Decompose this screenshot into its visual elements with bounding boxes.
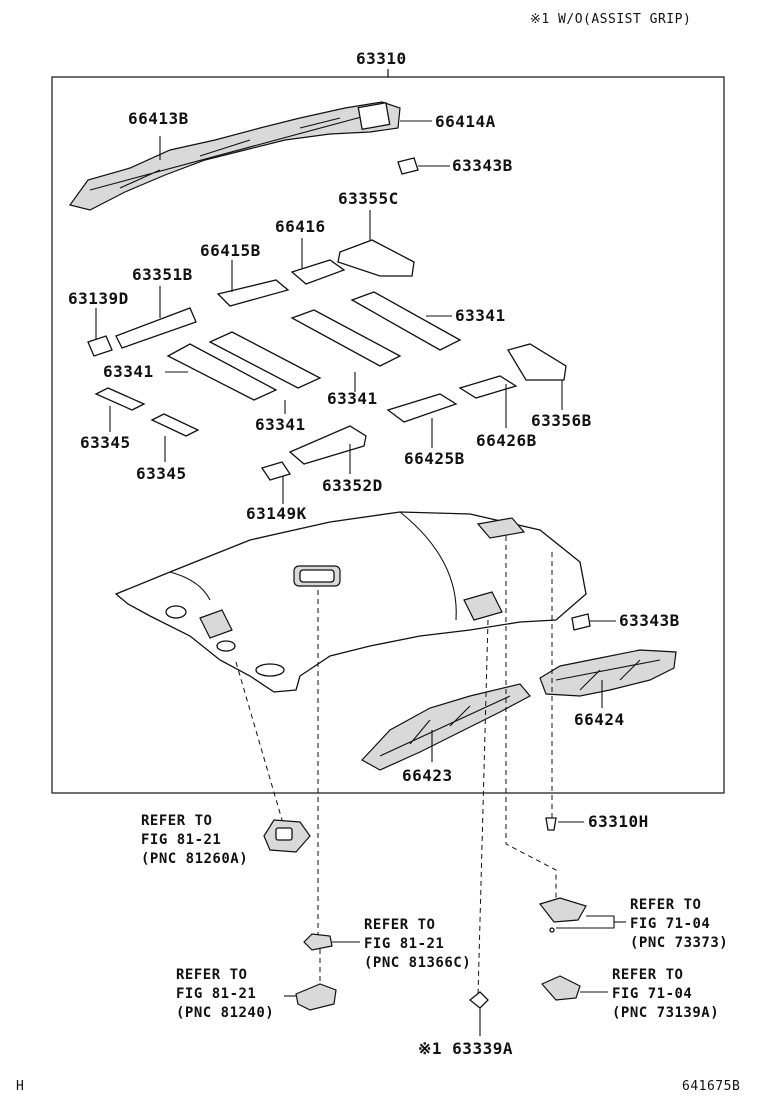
label-66424: 66424: [574, 710, 625, 729]
pad-63355C: [337, 210, 415, 277]
refer-81366C-line2: FIG 81-21: [364, 936, 445, 952]
clip-81366C: [303, 933, 360, 951]
label-66423: 66423: [402, 766, 453, 785]
refer-73373-line1: REFER TO: [630, 897, 702, 913]
label-63341-d: 63341: [255, 415, 306, 434]
bracket-66424: [539, 649, 677, 708]
label-63356B: 63356B: [531, 411, 592, 430]
refer-81366C-line3: (PNC 81366C): [364, 955, 472, 971]
lamp-81240: [284, 983, 337, 1011]
label-63341-b: 63341: [103, 362, 154, 381]
dash-63339A: [477, 619, 489, 997]
label-66425B: 66425B: [404, 449, 465, 468]
label-66413B: 66413B: [128, 109, 189, 128]
footer-left: H: [16, 1079, 25, 1094]
footer-right: 641675B: [682, 1079, 741, 1094]
visor-73373: [538, 897, 626, 933]
pad-63356B: [507, 343, 567, 410]
refer-81240-line2: FIG 81-21: [176, 986, 257, 1002]
label-63343B-top: 63343B: [452, 156, 513, 175]
label-66414A: 66414A: [435, 112, 496, 131]
label-66426B: 66426B: [476, 431, 537, 450]
refer-81240-line1: REFER TO: [176, 967, 248, 983]
refer-73373: REFER TO FIG 71-04 (PNC 73373): [630, 896, 728, 953]
refer-81260A-line1: REFER TO: [141, 813, 213, 829]
label-63351B: 63351B: [132, 265, 193, 284]
pad-66425B: [386, 393, 458, 448]
label-63345-b: 63345: [136, 464, 187, 483]
refer-81366C: REFER TO FIG 81-21 (PNC 81366C): [364, 916, 471, 973]
strips-63341: [165, 291, 462, 414]
refer-81260A: REFER TO FIG 81-21 (PNC 81260A): [141, 812, 248, 869]
clip-63339A: [468, 991, 489, 1036]
refer-73373-line3: (PNC 73373): [630, 935, 729, 951]
refer-81260A-line2: FIG 81-21: [141, 832, 222, 848]
pad-63351B: [115, 286, 197, 349]
refer-73139A-line1: REFER TO: [612, 967, 684, 983]
refer-81240: REFER TO FIG 81-21 (PNC 81240): [176, 966, 274, 1023]
label-63352D: 63352D: [322, 476, 383, 495]
label-63343B-bottom: 63343B: [619, 611, 680, 630]
label-63339A: ※1 63339A: [418, 1039, 513, 1058]
label-63310: 63310: [356, 49, 407, 68]
bracket-66423: [361, 683, 531, 771]
pads-63345: [94, 387, 200, 462]
label-66415B: 66415B: [200, 241, 261, 260]
label-63139D: 63139D: [68, 289, 129, 308]
screw-63310H: [545, 817, 584, 831]
holder-73139A: [541, 975, 608, 1001]
refer-73139A-line3: (PNC 73139A): [612, 1005, 720, 1021]
rail-66413B: [68, 101, 432, 211]
pad-66416: [290, 238, 346, 285]
refer-81366C-line1: REFER TO: [364, 917, 436, 933]
label-66416: 66416: [275, 217, 326, 236]
note-text: ※1 W/O(ASSIST GRIP): [530, 12, 692, 27]
clip-63139D: [87, 308, 113, 357]
headliner-63310: [114, 511, 587, 693]
pad-63352D: [288, 425, 367, 474]
pad-66426B: [458, 375, 518, 428]
clip-63343B-bottom: [571, 613, 616, 631]
label-63355C: 63355C: [338, 189, 399, 208]
refer-81240-line3: (PNC 81240): [176, 1005, 275, 1021]
refer-73139A: REFER TO FIG 71-04 (PNC 73139A): [612, 966, 719, 1023]
pad-66415B: [216, 260, 290, 307]
label-63310H: 63310H: [588, 812, 649, 831]
lamp-81260A: [263, 819, 311, 853]
label-63341-a: 63341: [455, 306, 506, 325]
label-63149K: 63149K: [246, 504, 307, 523]
label-63345-a: 63345: [80, 433, 131, 452]
dash-81260A: [235, 661, 283, 821]
clip-63343B-top: [397, 157, 450, 175]
refer-73373-line2: FIG 71-04: [630, 916, 711, 932]
refer-81260A-line3: (PNC 81260A): [141, 851, 249, 867]
clip-63149K: [260, 461, 292, 504]
dash-73373: [505, 536, 557, 900]
refer-73139A-line2: FIG 71-04: [612, 986, 693, 1002]
label-63341-c: 63341: [327, 389, 378, 408]
